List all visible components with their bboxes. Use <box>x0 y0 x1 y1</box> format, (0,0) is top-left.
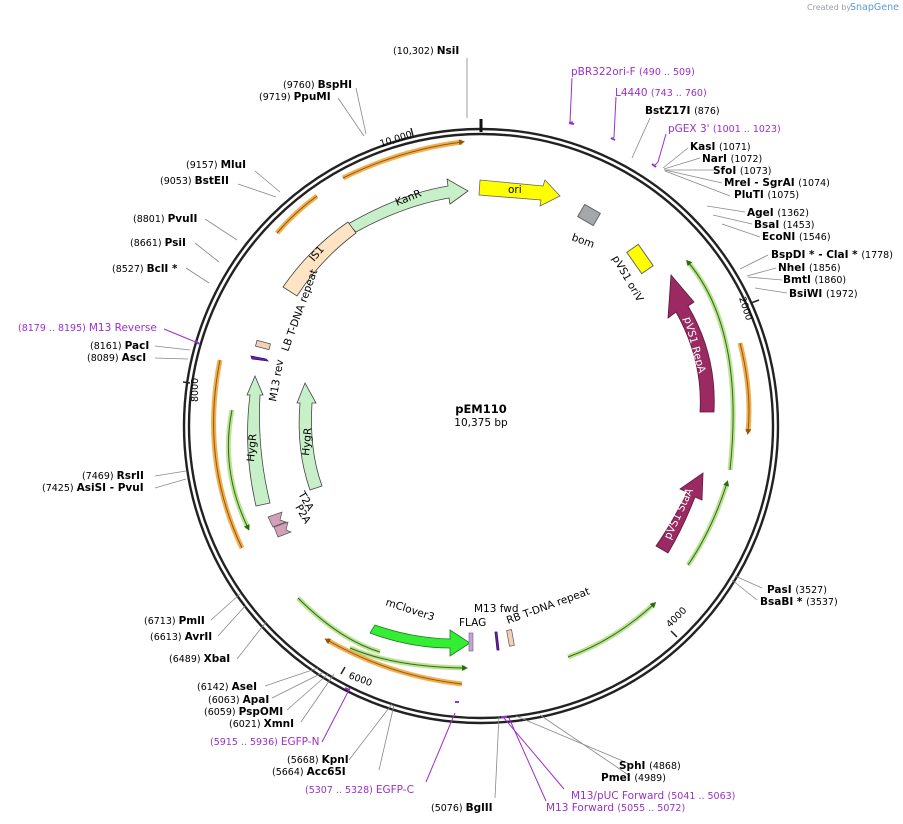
site-label[interactable]: (5664) Acc65I <box>272 766 346 778</box>
pvs1-oriv-feature[interactable] <box>626 243 654 275</box>
site-label[interactable]: PluTI (1075) <box>734 189 799 201</box>
plasmid-name: pEM110 <box>455 402 507 416</box>
primer-label[interactable]: (8179 .. 8195) M13 Reverse <box>18 322 157 334</box>
site-label[interactable]: BspDI * - ClaI * (1778) <box>771 249 893 261</box>
flag-feature[interactable] <box>468 632 474 652</box>
site-label[interactable]: SphI (4868) <box>619 760 681 772</box>
primer-label[interactable]: (5915 .. 5936) EGFP-N <box>210 736 319 748</box>
primer-label[interactable]: pGEX 3' (1001 .. 1023) <box>668 123 781 135</box>
site-label[interactable]: (9157) MluI <box>186 159 246 171</box>
site-label[interactable]: (6713) PmlI <box>144 615 205 627</box>
site-label[interactable]: BsaI (1453) <box>754 219 815 231</box>
primer-marks <box>195 122 657 718</box>
site-labels: (10,302) NsiI (9760) BspHI(9719) PpuMI (91… <box>18 45 893 814</box>
site-label[interactable]: (9760) BspHI <box>283 79 352 91</box>
tick-8000: 8000 <box>190 378 201 402</box>
ori-label: ori <box>508 184 522 196</box>
scale-ticks <box>182 127 760 675</box>
site-label[interactable]: SfoI (1073) <box>713 165 772 177</box>
pvs1-staa-feature[interactable] <box>655 472 704 554</box>
hygr-label-2: HygR <box>300 427 314 456</box>
site-label[interactable]: (9719) PpuMI <box>259 91 331 103</box>
site-label[interactable]: (8801) PvuII <box>133 213 197 225</box>
site-label[interactable]: (8661) PsiI <box>130 237 186 249</box>
bom-feature[interactable] <box>577 203 601 227</box>
hygr-feature-1[interactable] <box>246 374 271 507</box>
site-label[interactable]: PmeI (4989) <box>601 772 666 784</box>
site-label[interactable]: (6489) XbaI <box>169 653 230 665</box>
rb-tdna-feature[interactable] <box>506 629 515 647</box>
site-label[interactable]: (7425) AsiSI - PvuI <box>42 482 144 494</box>
site-label[interactable]: (6059) PspOMI <box>204 706 283 718</box>
site-label[interactable]: NarI (1072) <box>702 153 762 165</box>
site-label[interactable]: (8527) BclI * <box>112 263 178 275</box>
m13-rev-feature[interactable] <box>250 355 270 362</box>
mclover3-label: mClover3 <box>384 596 436 623</box>
site-label[interactable]: (6142) AseI <box>197 681 257 693</box>
primer-label[interactable]: (5307 .. 5328) EGFP-C <box>305 784 414 796</box>
site-label[interactable]: (6613) AvrII <box>150 631 212 643</box>
hygr-label-1: HygR <box>245 433 259 462</box>
lb-tdna-feature[interactable] <box>255 339 271 351</box>
site-label[interactable]: AgeI (1362) <box>747 207 809 219</box>
t2a-feature[interactable] <box>267 511 288 528</box>
mclover3-feature[interactable] <box>369 624 471 657</box>
leader-lines <box>154 58 788 799</box>
site-label[interactable]: BsiWI (1972) <box>789 288 858 300</box>
orf-arcs <box>211 139 752 687</box>
flag-label: FLAG <box>459 617 486 629</box>
ori-feature[interactable] <box>478 179 561 207</box>
snapgene-logo: SnapGene <box>850 2 899 13</box>
primer-label[interactable]: M13/pUC Forward (5041 .. 5063) <box>571 790 735 802</box>
primer-label[interactable]: M13 Forward (5055 .. 5072) <box>546 802 685 814</box>
site-label[interactable]: KasI (1071) <box>690 141 751 153</box>
site-label[interactable]: (6021) XmnI <box>229 718 294 730</box>
credit-text: Created by <box>807 3 851 12</box>
site-label[interactable]: BstZ17I (876) <box>645 105 720 117</box>
tick-2000: 2000 <box>736 296 754 322</box>
site-label[interactable]: (8161) PacI <box>90 340 149 352</box>
site-label[interactable]: BsaBI * (3537) <box>760 596 838 608</box>
site-label[interactable]: NheI (1856) <box>778 262 841 274</box>
site-label[interactable]: EcoNI (1546) <box>762 231 831 243</box>
hygr-feature-2[interactable] <box>296 382 323 491</box>
site-label[interactable]: PasI (3527) <box>767 584 827 596</box>
site-label[interactable]: (9053) BstEII <box>160 175 229 187</box>
site-label[interactable]: (7469) RsrII <box>82 470 144 482</box>
primer-leaders <box>163 77 667 802</box>
kanr-feature[interactable] <box>347 178 469 233</box>
backbone-inner <box>187 132 775 720</box>
site-label[interactable]: (5668) KpnI <box>287 754 349 766</box>
tick-4000: 4000 <box>664 605 689 630</box>
m13-rev-label: M13 rev <box>267 359 286 403</box>
site-label[interactable]: (5076) BglII <box>431 802 493 814</box>
site-label[interactable]: (8089) AscI <box>87 352 146 364</box>
pvs1-repa-feature[interactable] <box>667 273 715 413</box>
primer-label[interactable]: pBR322ori-F (490 .. 509) <box>571 66 695 78</box>
site-label[interactable]: (6063) ApaI <box>208 694 269 706</box>
site-label[interactable]: (10,302) NsiI <box>393 45 459 57</box>
p2a-feature[interactable] <box>273 521 292 538</box>
is1-feature[interactable] <box>282 221 357 297</box>
site-label[interactable]: MreI - SgrAI (1074) <box>724 177 830 189</box>
site-label[interactable]: BmtI (1860) <box>783 274 846 286</box>
m13-fwd-feature[interactable] <box>494 631 500 651</box>
plasmid-size: 10,375 bp <box>454 417 508 429</box>
primer-label[interactable]: L4440 (743 .. 760) <box>615 87 707 99</box>
m13-fwd-label: M13 fwd <box>474 603 519 615</box>
bom-label: bom <box>570 232 596 251</box>
